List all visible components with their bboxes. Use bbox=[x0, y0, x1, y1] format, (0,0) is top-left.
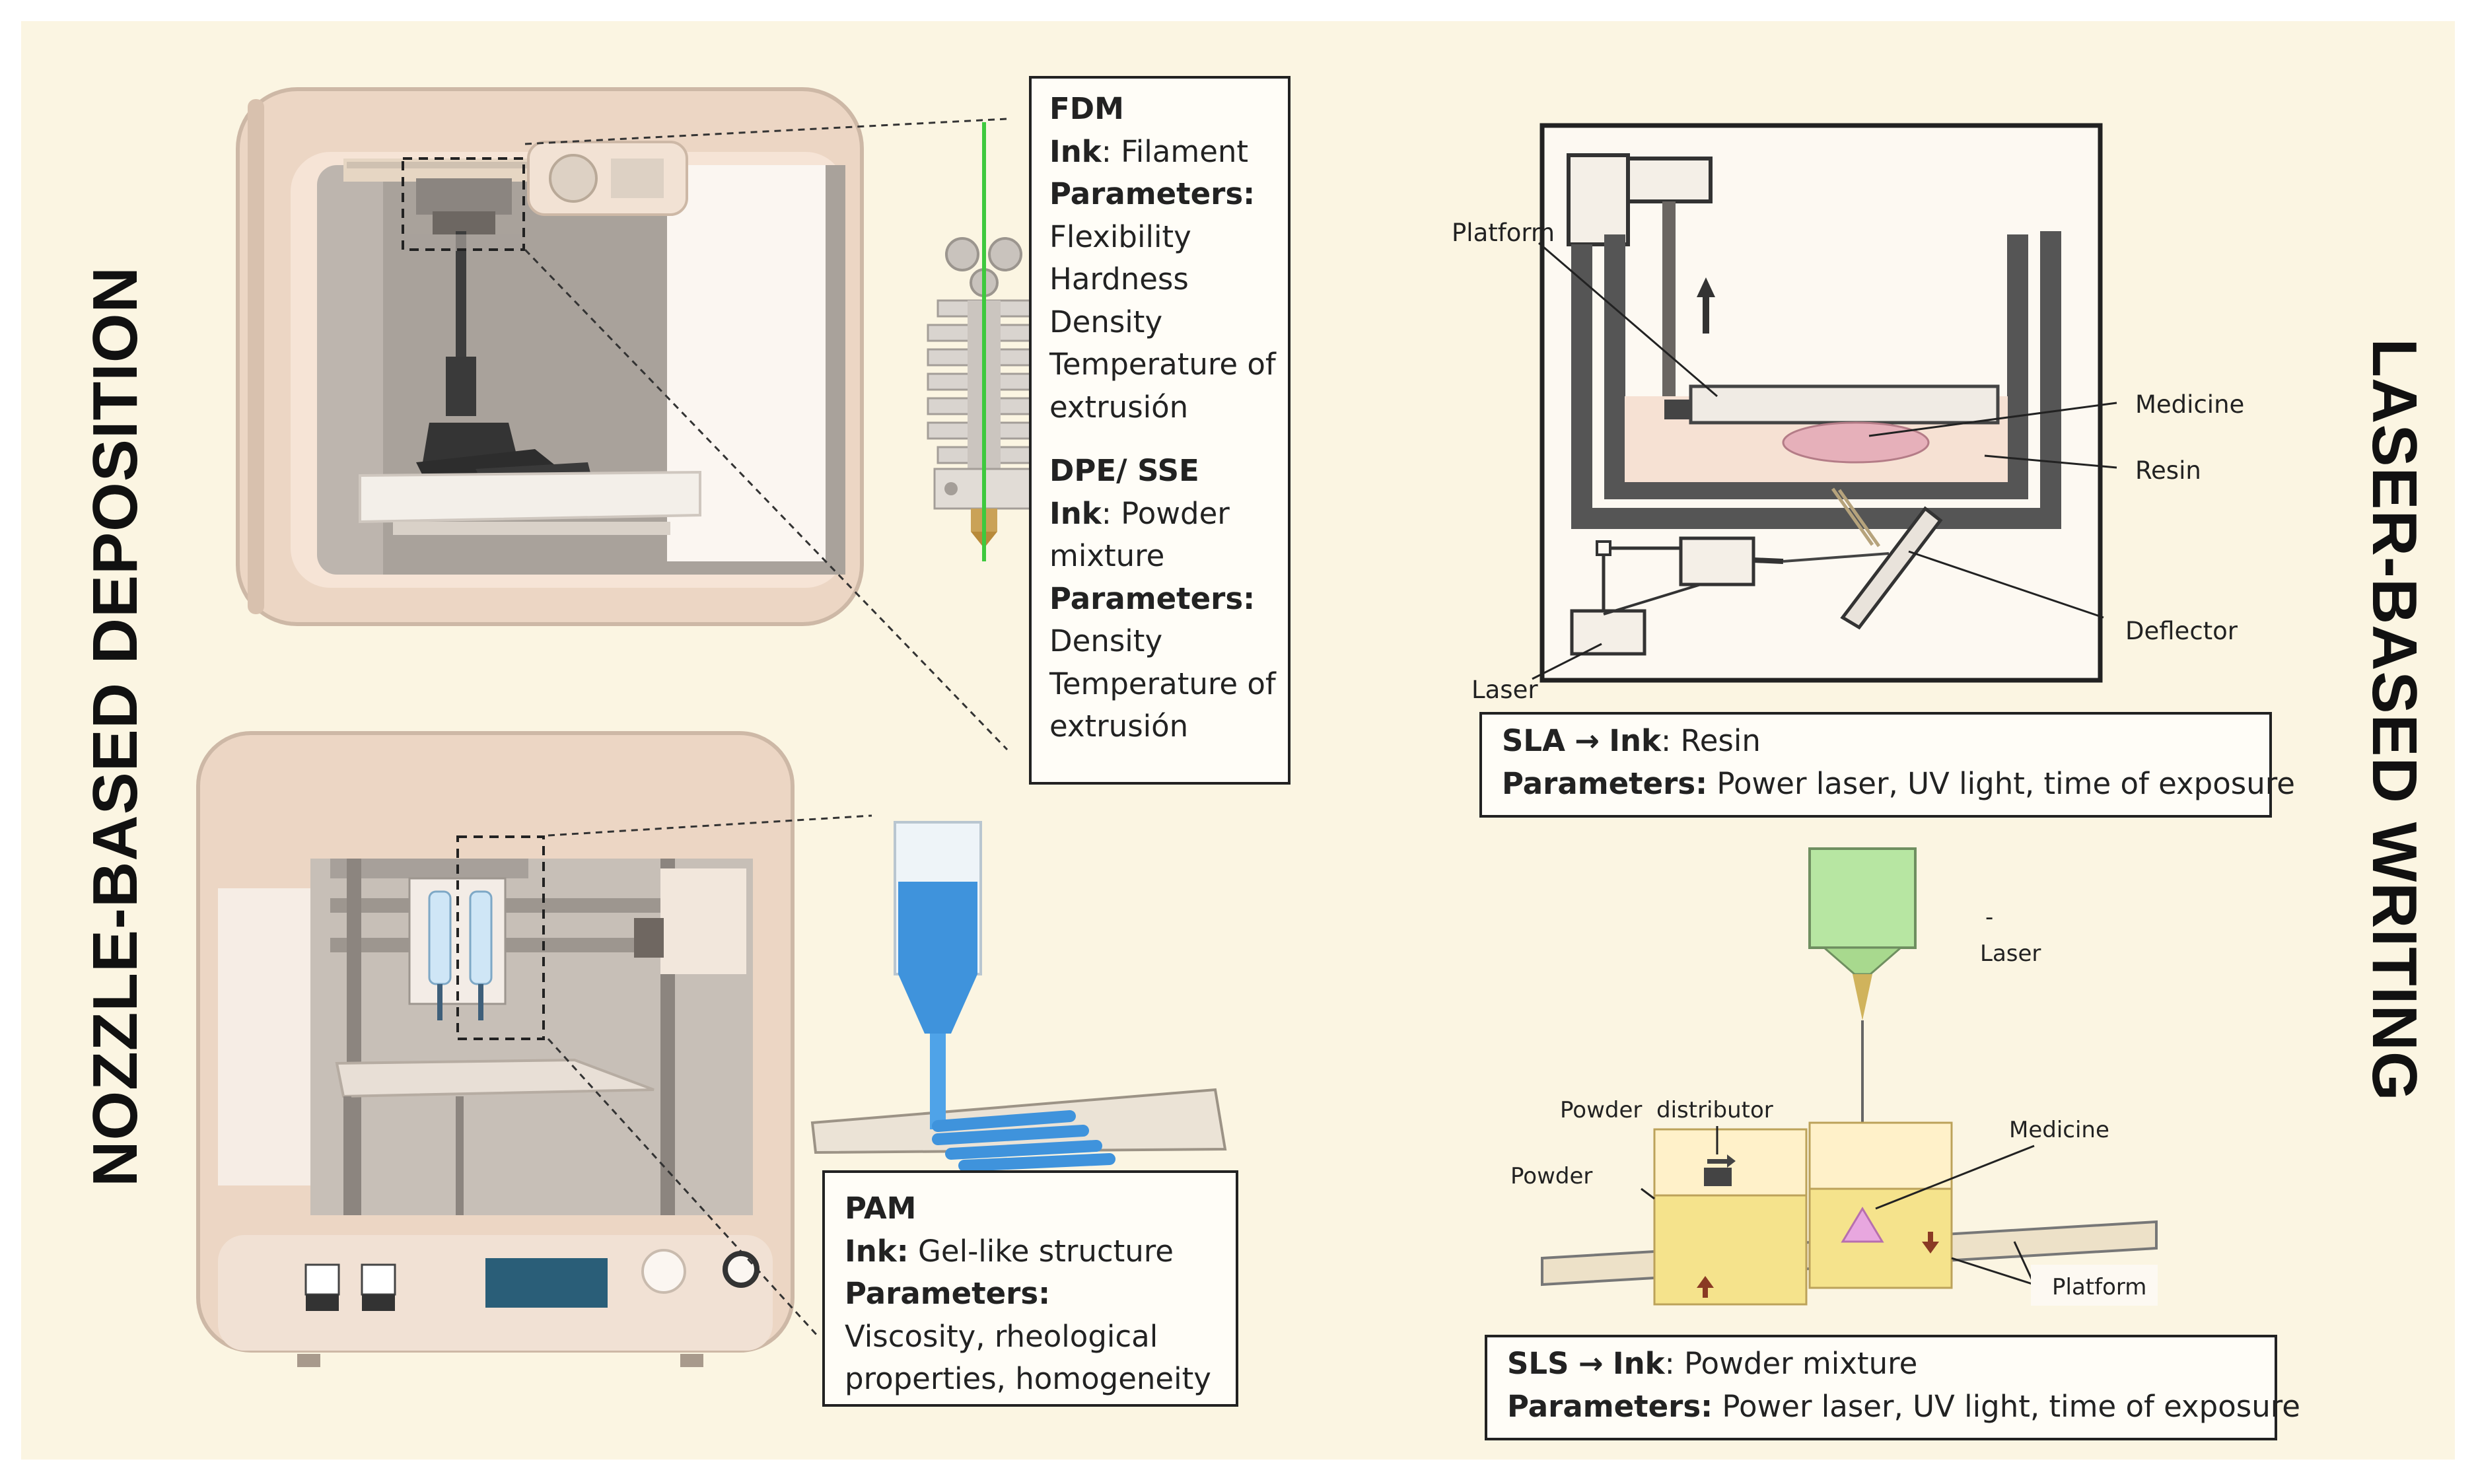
sls-ink-label: Ink bbox=[1612, 1346, 1665, 1381]
pam-zoom-line-bottom bbox=[547, 1038, 820, 1339]
sla-prefix: SLA bbox=[1502, 723, 1565, 758]
sls-ink-value: : Powder mixture bbox=[1664, 1346, 1918, 1381]
pam-params-label: Parameters: bbox=[845, 1276, 1051, 1311]
fdm-ink-label: Ink bbox=[1049, 133, 1102, 169]
fdm-param: extrusión bbox=[1049, 389, 1189, 425]
sla-leader-lines bbox=[1532, 242, 2117, 680]
pam-zoom-line-top bbox=[548, 814, 872, 837]
sls-label-platform: Platform bbox=[2052, 1274, 2146, 1300]
pam-param: Viscosity, rheological bbox=[845, 1318, 1158, 1354]
fdm-param: Flexibility bbox=[1049, 219, 1191, 254]
fdm-extruder-illustration bbox=[927, 122, 1042, 561]
sls-params-label: Parameters: bbox=[1507, 1388, 1713, 1424]
sls-info-box: SLS → Ink: Powder mixture Parameters: Po… bbox=[1485, 1335, 2300, 1440]
sla-label-deflector: Deflector bbox=[2125, 617, 2238, 645]
fdm-params-label: Parameters: bbox=[1049, 176, 1256, 211]
pam-printer-illustration bbox=[196, 731, 795, 1367]
pam-info-box: PAM Ink: Gel-like structure Parameters: … bbox=[822, 1170, 1238, 1407]
fdm-param: Density bbox=[1049, 304, 1163, 339]
sls-params-value: Power laser, UV light, time of exposure bbox=[1713, 1388, 2300, 1424]
sla-params-label: Parameters: bbox=[1502, 765, 1708, 801]
fdm-param: Hardness bbox=[1049, 262, 1189, 297]
pam-syringe-illustration bbox=[810, 821, 1227, 1172]
sla-arrow: → bbox=[1574, 723, 1600, 758]
dpe-heading: DPE/ SSE bbox=[1049, 453, 1199, 488]
sla-params-value: Power laser, UV light, time of exposure bbox=[1707, 765, 2295, 801]
fdm-param: Temperature of bbox=[1049, 347, 1276, 382]
dpe-ink-value: : Powder bbox=[1101, 495, 1230, 531]
dpe-param: Density bbox=[1049, 623, 1163, 658]
sla-label-platform: Platform bbox=[1452, 219, 1555, 247]
sls-platform-label-backing bbox=[2031, 1265, 2158, 1306]
sla-diagram bbox=[1539, 123, 2103, 683]
pam-ink-label: Ink: bbox=[845, 1233, 909, 1269]
pam-heading: PAM bbox=[845, 1191, 917, 1226]
sls-label-laser: Laser bbox=[1980, 940, 2041, 967]
sls-label-powder-distributor: Powder distributor bbox=[1560, 1097, 1773, 1123]
sls-label-dash: - bbox=[1985, 904, 1993, 931]
sls-label-medicine: Medicine bbox=[2009, 1117, 2109, 1143]
sls-label-powder: Powder bbox=[1510, 1163, 1592, 1189]
fdm-zoom-line-top bbox=[524, 118, 1008, 145]
fdm-info-box: FDM Ink: Filament Parameters: Flexibilit… bbox=[1029, 76, 1291, 785]
sla-label-medicine: Medicine bbox=[2135, 390, 2244, 419]
fdm-ink-value: : Filament bbox=[1101, 133, 1249, 169]
sla-info-box: SLA → Ink: Resin Parameters: Power laser… bbox=[1479, 712, 2295, 818]
fdm-printer-illustration bbox=[236, 87, 864, 626]
dpe-param: Temperature of bbox=[1049, 666, 1276, 701]
pam-ink-value: Gel-like structure bbox=[908, 1233, 1174, 1269]
left-section-title: NOZZLE-BASED DEPOSITION bbox=[80, 266, 151, 1187]
sls-prefix: SLS bbox=[1507, 1346, 1569, 1381]
pam-param: properties, homogeneity bbox=[845, 1361, 1211, 1396]
sla-label-resin: Resin bbox=[2135, 456, 2201, 485]
dpe-ink-label: Ink bbox=[1049, 495, 1102, 531]
dpe-ink-value-cont: mixture bbox=[1049, 538, 1165, 573]
right-section-title: LASER-BASED WRITING bbox=[2359, 338, 2430, 1102]
dpe-params-label: Parameters: bbox=[1049, 581, 1256, 616]
fdm-heading: FDM bbox=[1049, 91, 1124, 126]
sla-label-laser: Laser bbox=[1471, 676, 1538, 704]
sls-diagram bbox=[1541, 847, 2158, 1306]
fdm-zoom-line-bottom bbox=[524, 248, 1008, 751]
sla-ink-label: Ink bbox=[1609, 723, 1661, 758]
sls-arrow: → bbox=[1578, 1346, 1604, 1381]
dpe-param: extrusión bbox=[1049, 709, 1189, 744]
sla-ink-value: : Resin bbox=[1660, 723, 1761, 758]
